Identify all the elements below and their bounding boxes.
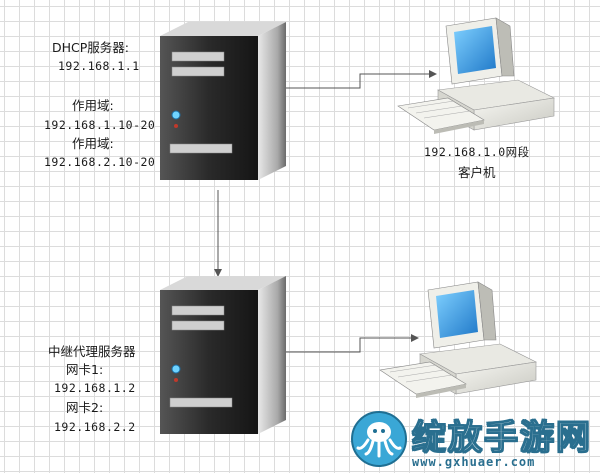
connectors (214, 70, 437, 353)
dhcp-server-ip: 192.168.1.1 (58, 59, 140, 73)
arrow-relay-to-client (282, 334, 419, 353)
nic1-label: 网卡1: (66, 362, 104, 377)
dhcp-server-icon (160, 22, 286, 180)
watermark-url: www.gxhuaer.com (412, 455, 536, 469)
nic2-label: 网卡2: (66, 400, 104, 415)
client-computer-top-icon (397, 17, 555, 134)
watermark-octopus-icon (351, 411, 407, 467)
scope2-label: 作用域: (72, 136, 114, 151)
scope2-range: 192.168.2.10-20 (44, 155, 156, 169)
scope1-label: 作用域: (72, 98, 114, 113)
relay-server-icon (160, 276, 286, 434)
nic1-ip: 192.168.1.2 (54, 381, 136, 395)
dhcp-server-title: DHCP服务器: (52, 40, 130, 55)
watermark-brand: 绽放手游网 (411, 417, 592, 458)
nic2-ip: 192.168.2.2 (54, 420, 136, 434)
scope1-range: 192.168.1.10-20 (44, 118, 156, 132)
client-label: 客户机 (458, 165, 496, 180)
client-computer-bottom-icon (379, 281, 537, 398)
arrow-dhcp-to-client (282, 70, 437, 89)
client-subnet-label: 192.168.1.0网段 (424, 145, 530, 159)
relay-server-title: 中继代理服务器 (48, 344, 136, 359)
